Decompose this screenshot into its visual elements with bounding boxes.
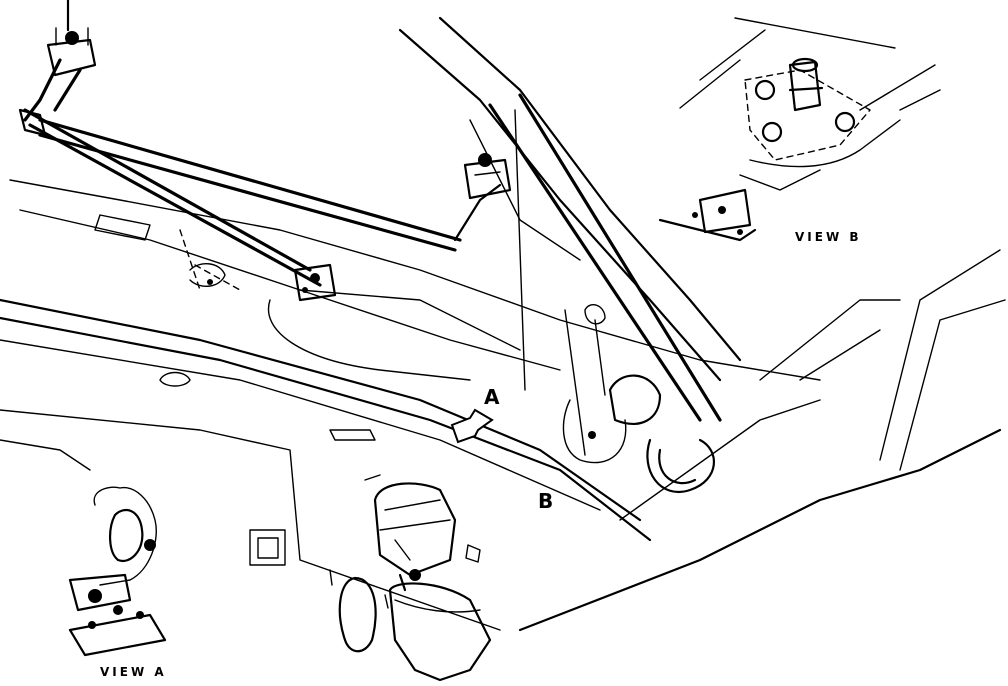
hood-outline bbox=[398, 16, 742, 422]
wiper-motor bbox=[364, 474, 492, 682]
view-b-detail: VIEW B bbox=[658, 17, 941, 244]
washer-hose bbox=[329, 569, 389, 653]
arrow-a bbox=[450, 408, 494, 444]
callout-a: A bbox=[484, 385, 500, 409]
view-a-detail: VIEW A bbox=[68, 486, 167, 679]
right-pivot bbox=[463, 153, 512, 200]
guide-lines bbox=[179, 109, 606, 456]
callout-b: B bbox=[538, 489, 553, 513]
view-a-label: VIEW A bbox=[100, 665, 167, 679]
linkage-rods bbox=[18, 58, 502, 287]
left-pivot bbox=[46, 0, 97, 77]
cowl-body bbox=[0, 179, 1006, 632]
view-b-label: VIEW B bbox=[795, 230, 862, 244]
linkage-crank bbox=[293, 263, 337, 302]
right-bracket bbox=[562, 304, 715, 493]
left-bolt bbox=[189, 263, 226, 287]
